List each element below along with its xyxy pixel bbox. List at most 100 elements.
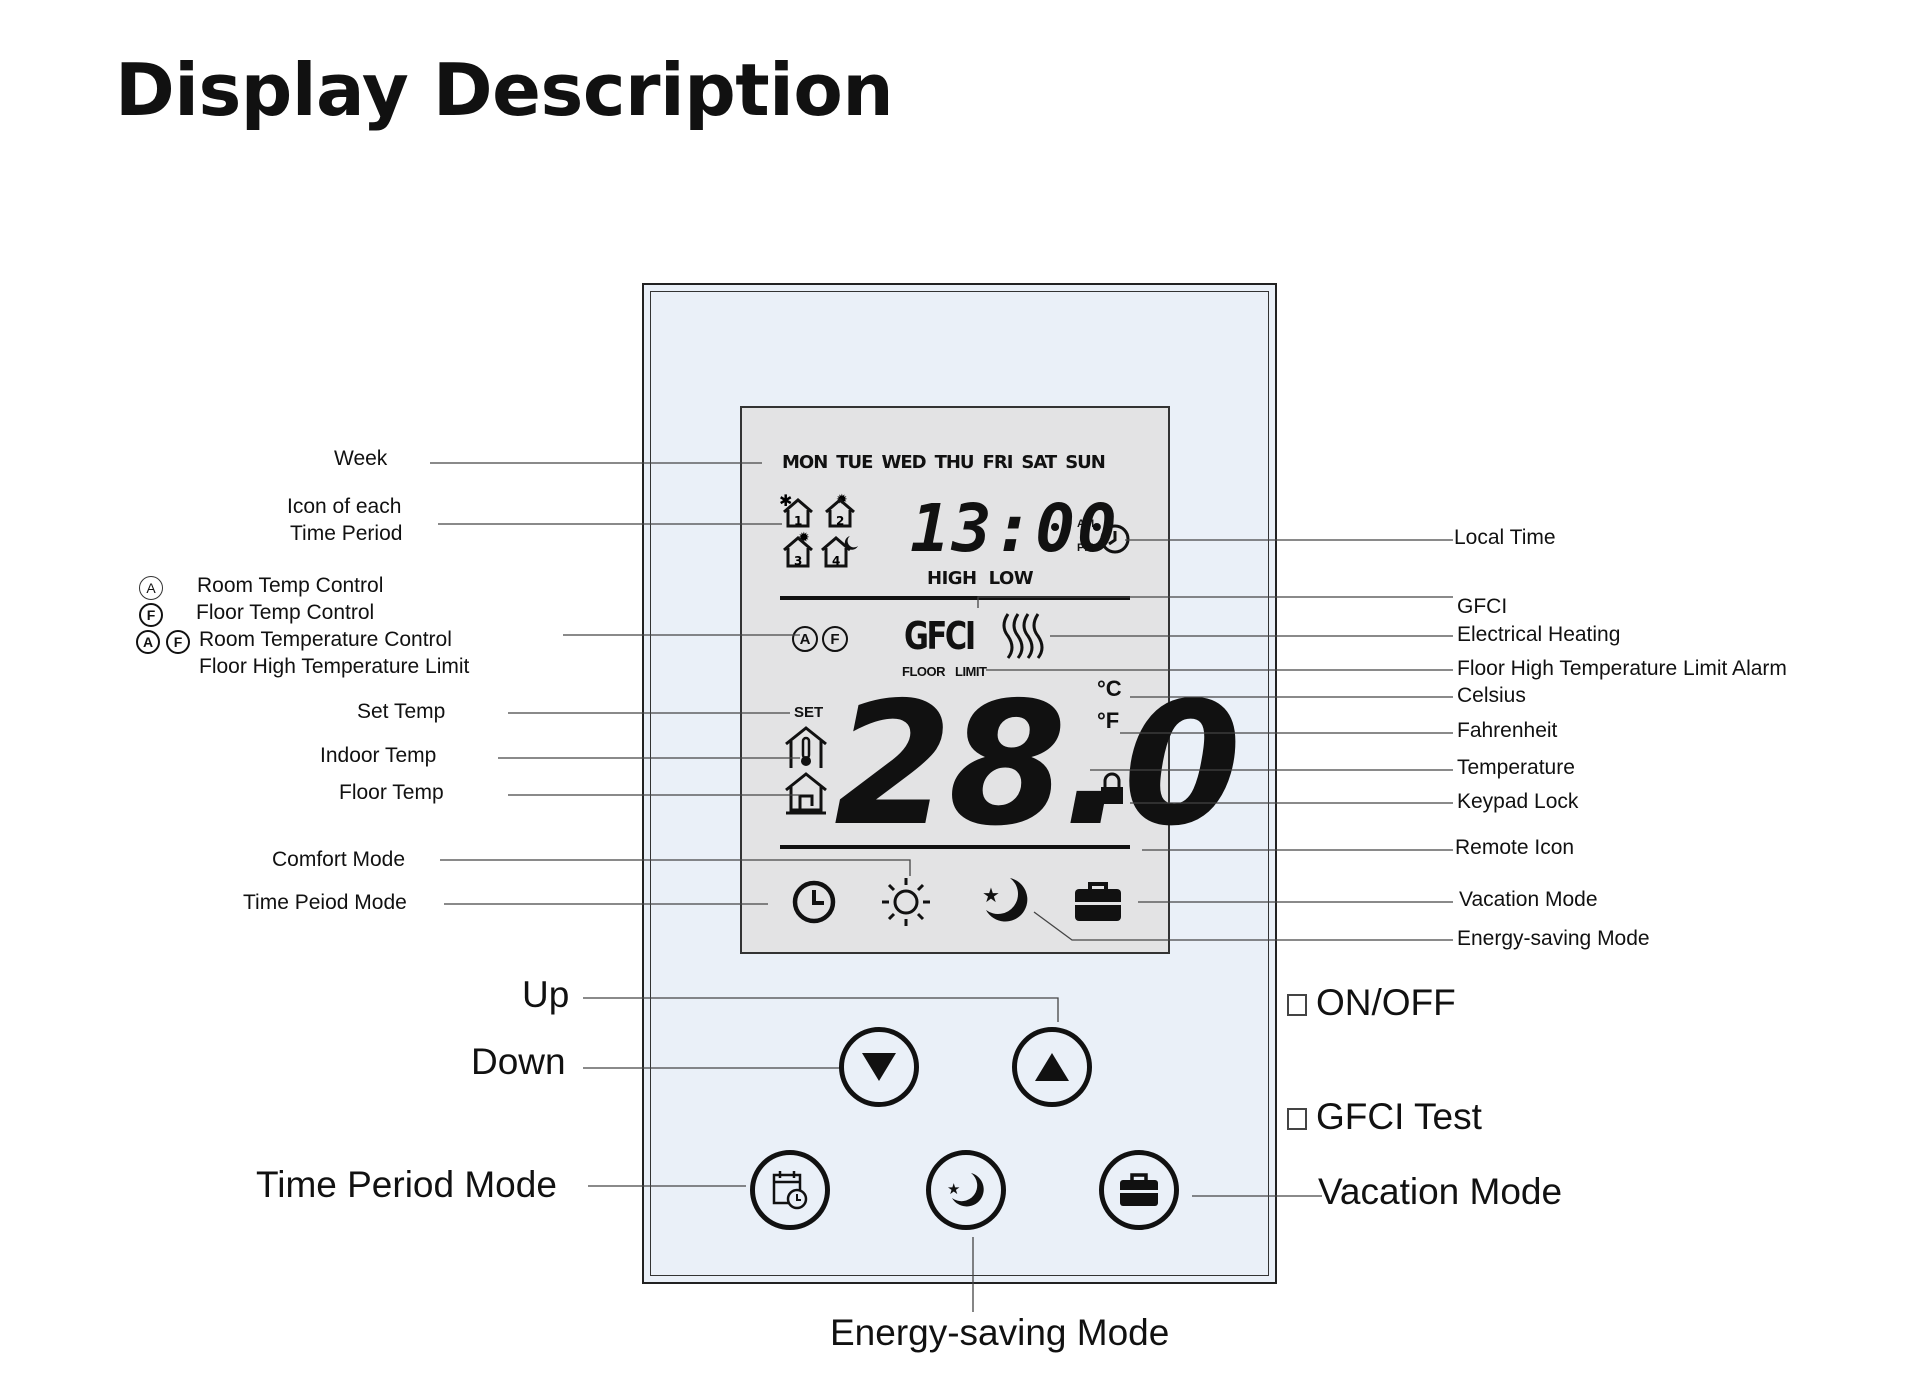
- day-wed: WED: [881, 452, 926, 473]
- period-3-house-icon: ✹ 3: [783, 530, 813, 568]
- page-title: Display Description: [115, 48, 894, 132]
- pm-label: PM: [1077, 542, 1094, 554]
- moon-star-icon: ★: [947, 1173, 984, 1207]
- label-vacation-mode: Vacation Mode: [1459, 888, 1598, 911]
- label-remote-icon: Remote Icon: [1455, 836, 1575, 859]
- svg-text:✱: ✱: [779, 492, 792, 510]
- period-4-house-icon: 4: [821, 536, 858, 568]
- label-local-time: Local Time: [1454, 526, 1556, 549]
- vacation-mode-suitcase-icon: [1075, 882, 1121, 921]
- label-fahrenheit: Fahrenheit: [1457, 719, 1558, 742]
- am-label: AM: [1077, 518, 1095, 530]
- lcd-divider-top: [780, 596, 1130, 600]
- down-arrow-icon: [862, 1053, 896, 1081]
- legend-f-icon-2: F: [166, 630, 190, 654]
- up-button[interactable]: [1012, 1027, 1092, 1107]
- indoor-temp-icon: [785, 726, 827, 768]
- fahrenheit-unit: °F: [1097, 708, 1120, 733]
- time-period-mode-button[interactable]: [750, 1150, 830, 1230]
- gfci-indicator: GFCI: [904, 614, 976, 658]
- label-week: Week: [334, 447, 388, 470]
- floor-label: FLOOR: [902, 664, 946, 679]
- label-up: Up: [522, 974, 570, 1015]
- day-thu: THU: [934, 452, 975, 473]
- label-keypad-lock: Keypad Lock: [1457, 790, 1579, 813]
- vacation-mode-button[interactable]: [1099, 1150, 1179, 1230]
- lcd-display: MON TUE WED THU FRI SAT SUN ✱ 1 ✹ 2 ✹ 3 …: [740, 406, 1241, 954]
- keypad-lock-icon: [1101, 772, 1123, 804]
- leader-gfci: [977, 596, 1453, 608]
- label-floor-temp: Floor Temp: [339, 781, 444, 804]
- label-icon-period-line1: Icon of each: [287, 495, 402, 518]
- label-down: Down: [471, 1041, 566, 1082]
- label-floor-temp-control: Floor Temp Control: [196, 601, 375, 624]
- day-mon: MON: [782, 452, 828, 473]
- lcd-divider-bottom: [780, 845, 1130, 849]
- label-gfci-test: GFCI Test: [1316, 1096, 1482, 1137]
- period-4-number: 4: [832, 554, 840, 568]
- temperature-digits: 28.0: [834, 666, 1241, 864]
- label-floor-high-limit: Floor High Temperature Limit: [199, 655, 470, 678]
- gfci-test-touch-area[interactable]: [1287, 1108, 1307, 1130]
- label-icon-period-line2: Time Period: [290, 522, 403, 545]
- leader-comfort-mode: [440, 859, 911, 876]
- label-energy-saving-mode-button: Energy-saving Mode: [830, 1312, 1170, 1353]
- control-mode-icons: A F: [792, 626, 848, 652]
- energy-saving-mode-button[interactable]: ★: [926, 1150, 1006, 1230]
- label-temperature: Temperature: [1457, 756, 1575, 779]
- limit-label: LIMIT: [955, 664, 987, 679]
- energy-saving-moon-icon: ★: [982, 878, 1028, 922]
- comfort-mode-sun-icon: [882, 878, 930, 926]
- label-celsius: Celsius: [1457, 684, 1526, 707]
- high-low-indicator: HIGH LOW: [927, 568, 1045, 589]
- label-indoor-temp: Indoor Temp: [320, 744, 437, 767]
- label-set-temp: Set Temp: [357, 700, 446, 723]
- leader-up: [583, 997, 1059, 1022]
- day-sat: SAT: [1021, 452, 1057, 473]
- label-room-temp-control: Room Temp Control: [197, 574, 384, 597]
- period-1-house-icon: ✱ 1: [779, 492, 813, 528]
- svg-text:★: ★: [982, 883, 1000, 907]
- label-on-off: ON/OFF: [1316, 982, 1456, 1023]
- period-2-number: 2: [836, 514, 844, 528]
- on-off-touch-area[interactable]: [1287, 994, 1307, 1016]
- am-pm-indicator: AM PM: [1077, 512, 1094, 560]
- label-time-period-mode: Time Peiod Mode: [243, 891, 407, 914]
- celsius-unit: °C: [1097, 676, 1122, 701]
- svg-text:★: ★: [947, 1180, 960, 1198]
- label-vacation-mode-button: Vacation Mode: [1318, 1171, 1563, 1212]
- day-sun: SUN: [1065, 452, 1106, 473]
- time-period-icons: ✱ 1 ✹ 2 ✹ 3 4: [779, 492, 858, 568]
- week-days: MON TUE WED THU FRI SAT SUN: [782, 452, 1106, 473]
- label-room-temperature-control: Room Temperature Control: [199, 628, 452, 651]
- label-energy-saving-mode: Energy-saving Mode: [1457, 927, 1650, 950]
- down-button[interactable]: [839, 1027, 919, 1107]
- room-control-a-icon: A: [792, 626, 818, 652]
- day-tue: TUE: [836, 452, 873, 473]
- label-gfci: GFCI: [1457, 595, 1508, 618]
- time-period-mode-icon: [792, 880, 836, 924]
- high-label: HIGH: [927, 568, 977, 589]
- up-arrow-icon: [1035, 1053, 1069, 1081]
- label-electrical-heating: Electrical Heating: [1457, 623, 1621, 646]
- set-indicator: SET: [794, 704, 824, 721]
- local-time-digits: 13:00: [910, 490, 1119, 567]
- period-2-house-icon: ✹ 2: [825, 492, 855, 528]
- label-time-period-mode-button: Time Period Mode: [256, 1164, 557, 1205]
- label-comfort-mode: Comfort Mode: [272, 848, 406, 871]
- label-floor-alarm: Floor High Temperature Limit Alarm: [1457, 657, 1787, 680]
- panel-inner-border: [650, 291, 1269, 1276]
- floor-limit-alarm: FLOOR LIMIT: [902, 664, 996, 679]
- period-3-number: 3: [794, 554, 802, 568]
- clock-icon: [1100, 524, 1130, 554]
- legend-a-icon: A: [136, 630, 160, 654]
- floor-control-f-icon: F: [822, 626, 848, 652]
- leader-energy-saving: [1033, 911, 1453, 941]
- period-1-number: 1: [794, 514, 802, 528]
- low-label: LOW: [988, 568, 1034, 589]
- suitcase-icon: [1120, 1173, 1158, 1206]
- legend-a-outline-icon: A: [139, 576, 163, 600]
- electrical-heating-icon: [1002, 613, 1044, 659]
- calendar-clock-icon: [772, 1171, 808, 1210]
